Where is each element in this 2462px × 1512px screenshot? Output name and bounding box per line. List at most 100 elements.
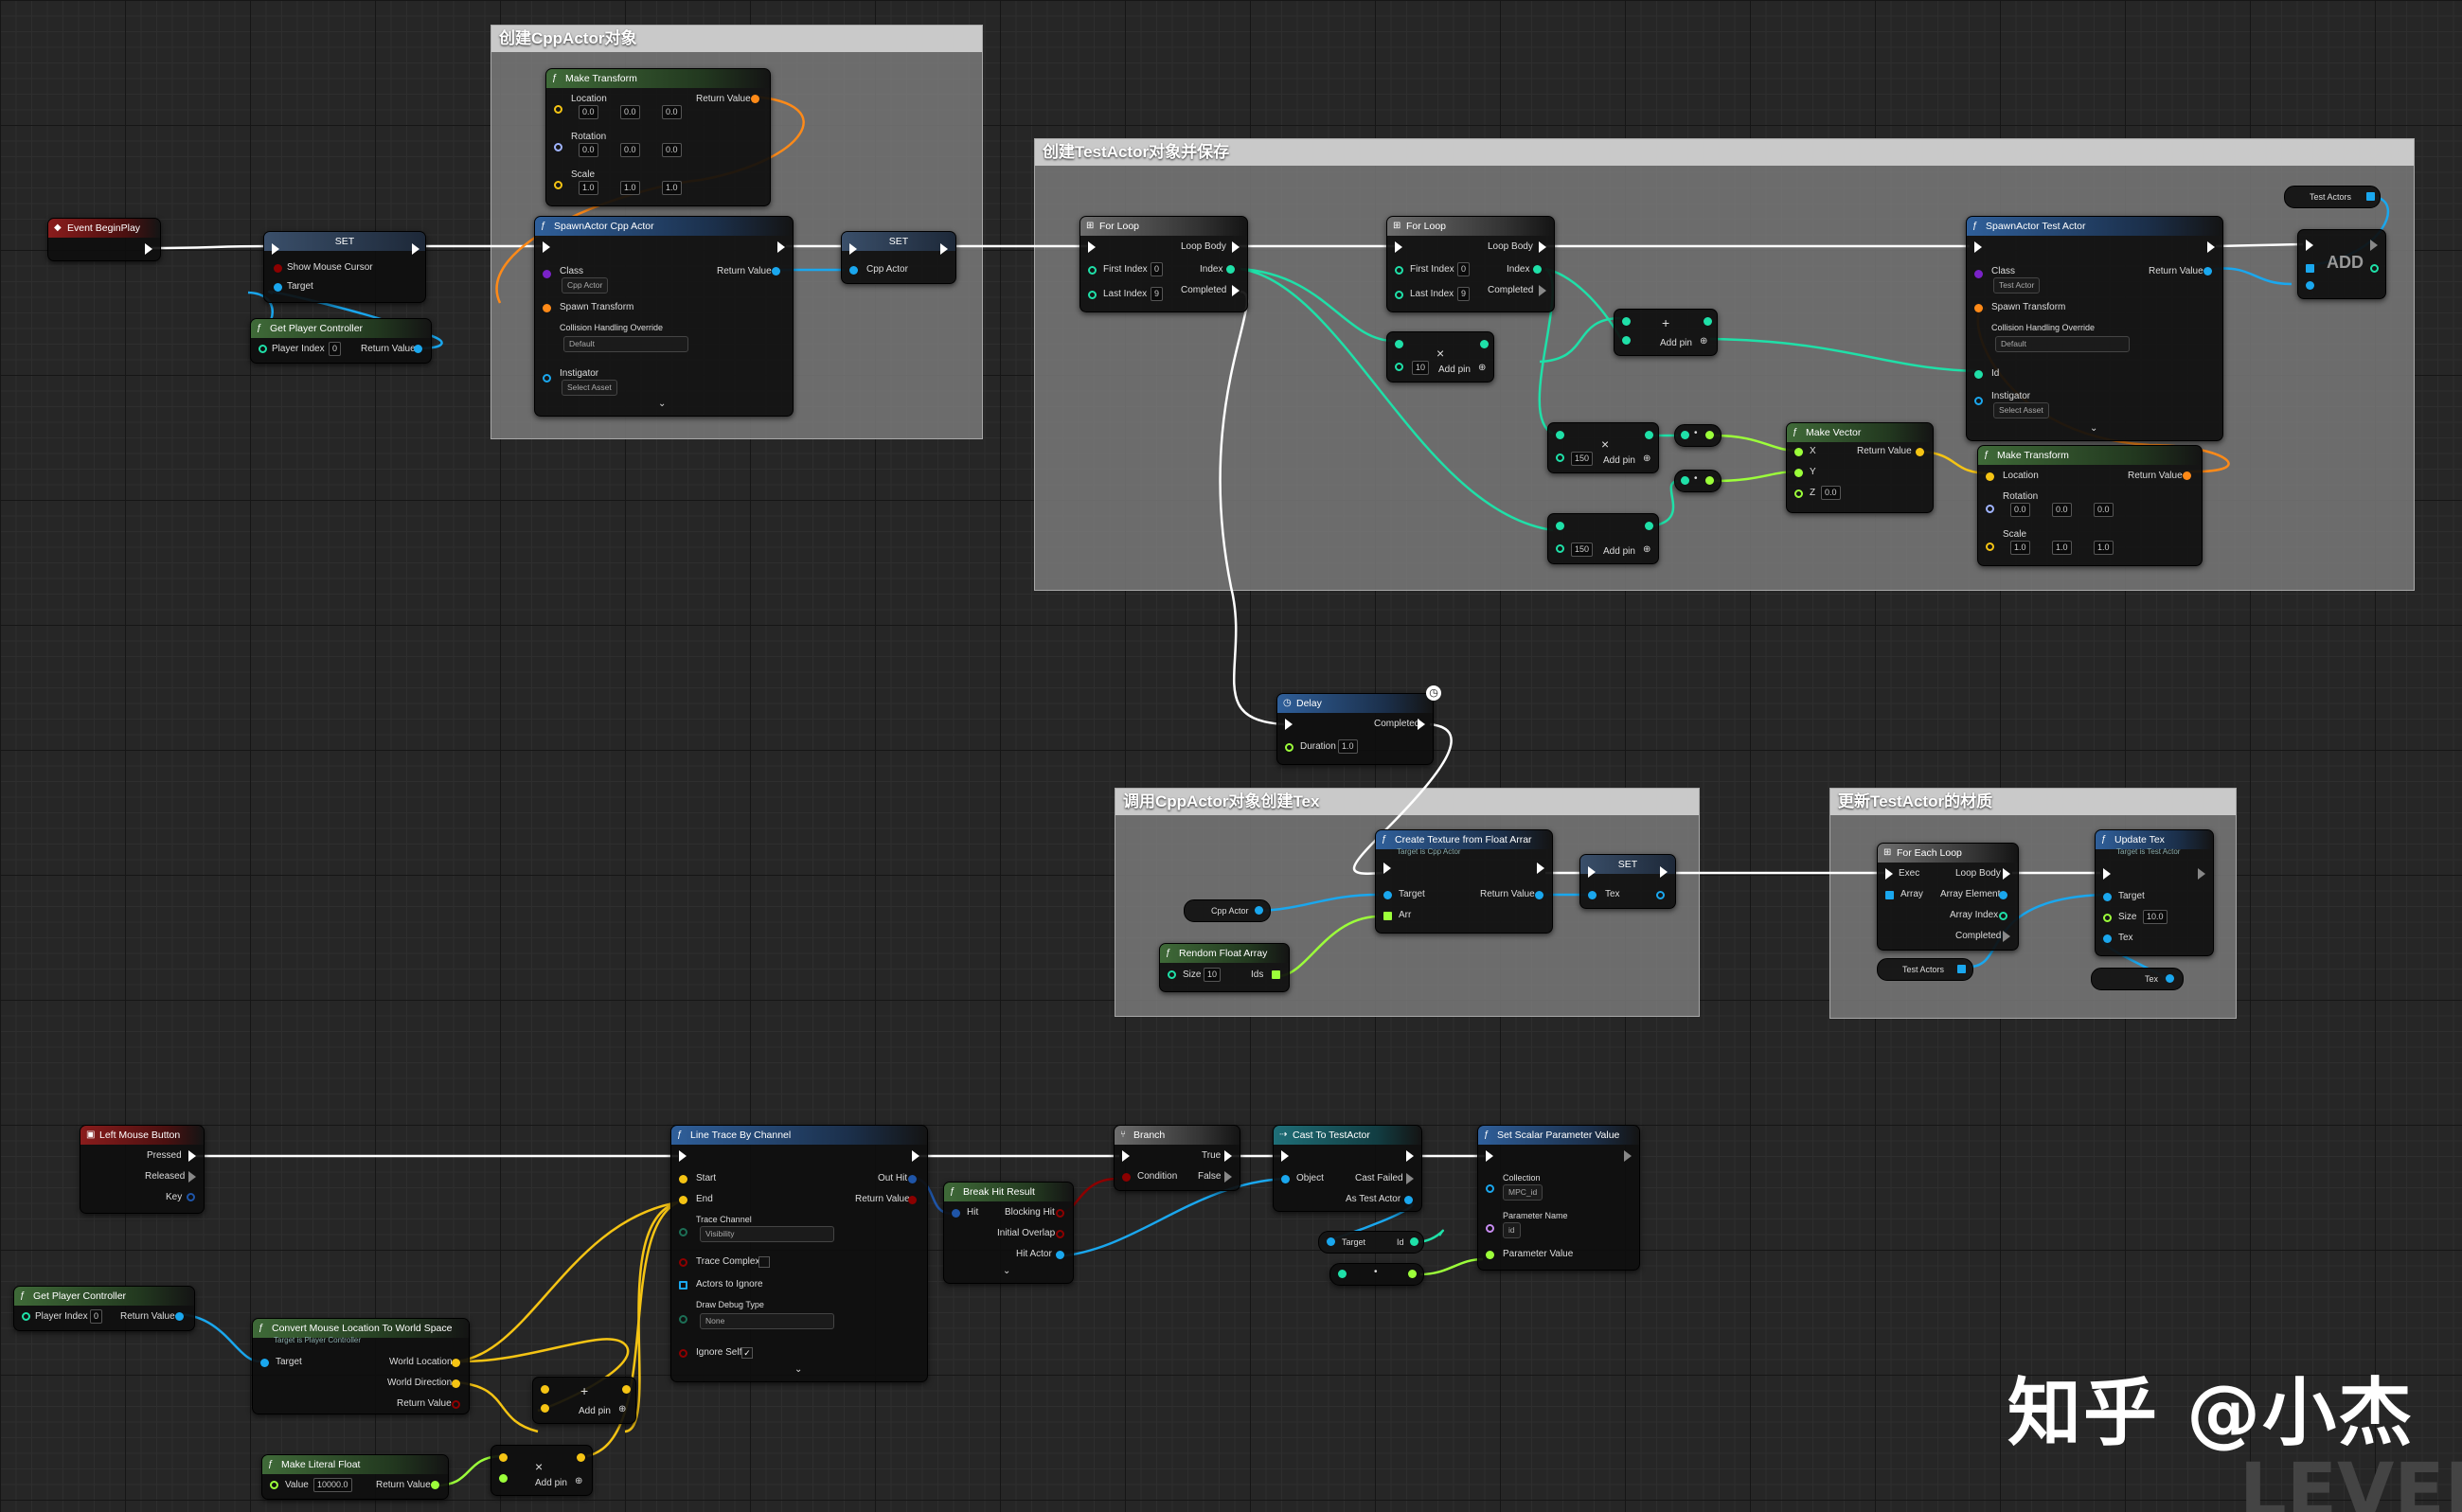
exec-out-pin[interactable] [2370,240,2378,251]
exec-out-pin[interactable] [1539,241,1546,253]
exec-out-pin[interactable] [940,243,948,255]
float-pin[interactable] [1794,469,1803,477]
object-pin[interactable] [1383,891,1392,899]
bool-pin[interactable] [274,264,282,273]
tex-variable-node[interactable]: Tex [2091,968,2184,990]
array-pin[interactable] [1885,891,1894,899]
exec-out-pin[interactable] [2198,868,2205,880]
int-pin[interactable] [1226,265,1235,274]
object-pin[interactable] [2166,974,2174,983]
object-pin[interactable] [1327,1237,1335,1246]
rotation-z[interactable]: 0.0 [2094,503,2114,517]
int-pin[interactable] [1681,431,1689,439]
set-cpp-actor-node[interactable]: SET Cpp Actor [841,231,956,284]
exec-out-pin[interactable] [2003,868,2010,880]
add-pin-label[interactable]: Add pin [1603,455,1635,466]
struct-pin[interactable] [952,1209,960,1218]
int-pin[interactable] [1681,476,1689,485]
exec-out-pin[interactable] [1660,866,1668,878]
first-index-input[interactable]: 0 [1457,262,1471,276]
float-pin[interactable] [431,1481,439,1489]
add-pin-label[interactable]: Add pin [535,1478,567,1488]
vector-pin[interactable] [499,1453,508,1462]
struct-pin[interactable] [187,1193,195,1201]
multiplier-input[interactable]: 150 [1571,452,1594,466]
int-pin[interactable] [1395,340,1403,348]
exec-out-pin[interactable] [1624,1150,1632,1162]
delay-node[interactable]: ◷Delay Completed Duration 1.0 [1276,693,1434,765]
multiply-node[interactable]: 150 Add pin ⊕ [1547,513,1659,564]
int-pin[interactable] [1088,266,1097,275]
float-pin[interactable] [1705,431,1714,439]
transform-pin[interactable] [2183,471,2191,480]
exec-in-pin[interactable] [543,241,550,253]
cast-to-test-actor-node[interactable]: ⇢Cast To TestActor Object Cast Failed As… [1273,1125,1422,1212]
for-loop-node[interactable]: ⊞For Loop Loop Body First Index 0 Index … [1386,216,1555,312]
object-pin[interactable] [2103,934,2112,943]
exec-out-pin[interactable] [1539,285,1546,296]
array-pin[interactable] [2306,264,2314,273]
event-begin-play-node[interactable]: ◆Event BeginPlay [47,218,161,261]
location-y[interactable]: 0.0 [620,105,640,119]
exec-out-pin[interactable] [912,1150,919,1162]
exec-out-pin[interactable] [1406,1173,1414,1184]
add-pin-label[interactable]: Add pin [1438,365,1471,375]
multiplier-input[interactable]: 150 [1571,543,1594,557]
int-pin[interactable] [1622,317,1631,326]
exec-out-pin[interactable] [1537,863,1544,874]
rotation-x[interactable]: 0.0 [2010,503,2030,517]
rotator-pin[interactable] [1986,505,1994,513]
collision-dropdown[interactable]: Default [563,336,688,352]
scale-y[interactable]: 1.0 [620,181,640,195]
int-pin[interactable] [1974,370,1983,379]
parameter-name-dropdown[interactable]: id [1503,1222,1521,1238]
array-pin[interactable] [1957,965,1966,973]
class-pin[interactable] [543,270,551,278]
exec-out-pin[interactable] [1406,1150,1414,1162]
int-pin[interactable] [1645,431,1653,439]
collision-dropdown[interactable]: Default [1995,336,2130,352]
multiply-node[interactable]: × Add pin ⊕ [491,1445,593,1496]
add-pin-icon[interactable]: ⊕ [575,1476,583,1486]
left-mouse-button-node[interactable]: ▣Left Mouse Button Pressed Released Key [80,1125,205,1214]
scale-x[interactable]: 1.0 [579,181,598,195]
exec-out-pin[interactable] [2207,241,2215,253]
exec-in-pin[interactable] [1395,241,1402,253]
float-pin[interactable] [1705,476,1714,485]
int-pin[interactable] [1556,544,1564,553]
target-id-getter-node[interactable]: Target Id [1318,1231,1424,1254]
scale-x[interactable]: 1.0 [2010,541,2030,555]
int-pin[interactable] [1410,1237,1418,1246]
add-pin-label[interactable]: Add pin [579,1406,611,1416]
player-index-input[interactable]: 0 [329,342,342,356]
exec-out-pin[interactable] [1418,719,1425,730]
object-pin[interactable] [175,1312,184,1321]
z-input[interactable]: 0.0 [1821,486,1841,500]
for-each-loop-node[interactable]: ⊞For Each Loop Exec Loop Body Array Arra… [1877,843,2019,951]
exec-out-pin[interactable] [1232,241,1240,253]
for-loop-node[interactable]: ⊞For Loop Loop Body First Index 0 Index … [1079,216,1248,312]
enum-pin[interactable] [679,1315,687,1324]
size-input[interactable]: 10.0 [2143,910,2168,924]
int-pin[interactable] [1088,291,1097,299]
int-pin[interactable] [1395,291,1403,299]
int-pin[interactable] [259,345,267,353]
int-pin[interactable] [1480,340,1489,348]
exec-in-pin[interactable] [679,1150,687,1162]
vector-pin[interactable] [554,181,562,189]
int-pin[interactable] [1556,431,1564,439]
exec-in-pin[interactable] [2306,240,2313,251]
class-pin[interactable] [1974,270,1983,278]
last-index-input[interactable]: 9 [1457,287,1471,301]
int-pin[interactable] [1556,454,1564,462]
exec-out-pin[interactable] [412,243,419,255]
exec-in-pin[interactable] [1383,863,1391,874]
